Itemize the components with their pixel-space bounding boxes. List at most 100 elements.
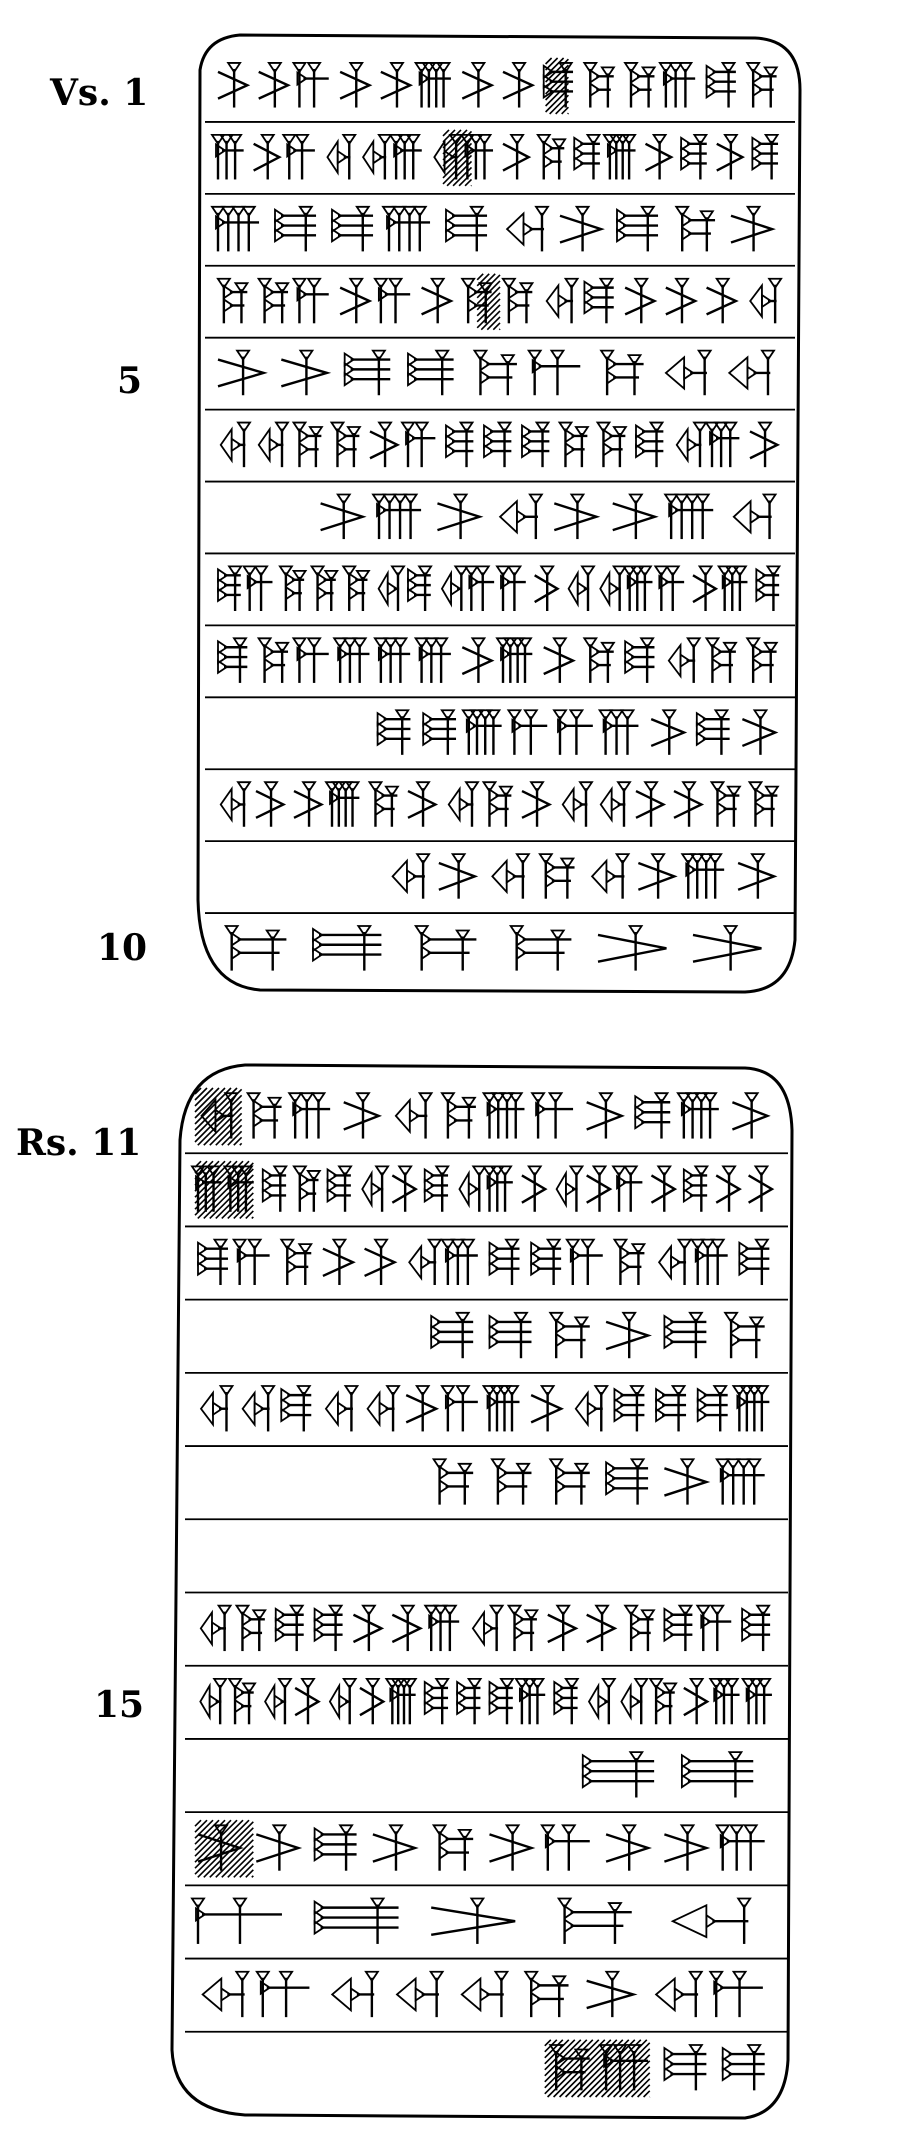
cuneiform-sign: [508, 925, 572, 971]
cuneiform-sign: [595, 421, 628, 468]
cuneiform-sign: [663, 493, 714, 540]
cuneiform-sign: [440, 1092, 477, 1139]
cuneiform-sign: [555, 1165, 585, 1212]
cuneiform-sign: [682, 1165, 710, 1212]
cuneiform-sign: [201, 1970, 250, 2018]
cuneiform-sign: [281, 133, 315, 180]
obverse-outline: [196, 33, 802, 994]
cuneiform-sign: [312, 925, 382, 971]
cuneiform-sign: [692, 565, 719, 611]
cuneiform-sign: [231, 1238, 270, 1285]
cuneiform-sign: [278, 565, 308, 611]
cuneiform-sign: [675, 421, 708, 468]
cuneiform-sign: [542, 62, 574, 108]
cuneiform-sign: [545, 277, 580, 324]
cuneiform-sign: [565, 1238, 603, 1285]
cuneiform-sign: [331, 205, 374, 252]
obverse-row: [205, 421, 795, 483]
cuneiform-sign: [740, 1677, 772, 1725]
cuneiform-sign: [695, 1604, 732, 1652]
cuneiform-sign: [715, 1165, 742, 1212]
cuneiform-sign: [313, 1824, 357, 1871]
cuneiform-sign: [461, 709, 502, 755]
cuneiform-sign: [460, 277, 494, 324]
cuneiform-sign: [261, 1165, 288, 1212]
cuneiform-sign: [423, 1165, 450, 1212]
cuneiform-sign: [731, 1385, 770, 1432]
cuneiform-sign: [650, 1165, 678, 1212]
cuneiform-sign: [343, 349, 391, 396]
reverse-row: [185, 1897, 788, 1960]
cuneiform-sign: [313, 1604, 344, 1652]
cuneiform-sign: [395, 1970, 445, 2018]
reverse-row: [185, 1819, 788, 1887]
cuneiform-sign: [481, 781, 514, 827]
cuneiform-sign: [330, 1970, 380, 2018]
cuneiform-sign: [590, 853, 631, 899]
cuneiform-sign: [445, 421, 475, 468]
cuneiform-sign: [423, 1677, 450, 1725]
cuneiform-sign: [755, 565, 782, 611]
damage-hatching: [194, 1160, 254, 1219]
cuneiform-sign: [294, 1677, 321, 1725]
cuneiform-sign: [530, 1238, 562, 1285]
cuneiform-sign: [716, 133, 745, 180]
cuneiform-sign: [731, 1092, 771, 1139]
cuneiform-sign: [253, 133, 282, 180]
cuneiform-sign: [488, 1238, 520, 1285]
cuneiform-sign: [440, 1385, 478, 1432]
cuneiform-sign: [293, 781, 325, 827]
reverse-outline: [170, 1063, 794, 2120]
cuneiform-sign: [217, 637, 248, 683]
cuneiform-sign: [612, 1238, 647, 1285]
cuneiform-sign: [506, 709, 548, 755]
cuneiform-sign: [708, 1677, 740, 1725]
cuneiform-sign: [586, 1165, 613, 1212]
cuneiform-sign: [364, 1238, 398, 1285]
cuneiform-sign: [663, 1311, 707, 1359]
cuneiform-sign: [644, 133, 674, 180]
obverse-row: [205, 709, 795, 771]
cuneiform-sign: [463, 565, 495, 611]
cuneiform-sign: [210, 133, 244, 180]
cuneiform-sign: [234, 1604, 267, 1652]
cuneiform-sign: [324, 1385, 360, 1432]
cuneiform-sign: [715, 1458, 765, 1505]
cuneiform-sign: [291, 421, 324, 468]
cuneiform-sign: [751, 133, 780, 180]
cuneiform-sign: [460, 1970, 510, 2018]
cuneiform-sign: [413, 637, 451, 683]
cuneiform-sign: [747, 781, 780, 827]
cuneiform-sign: [369, 421, 401, 468]
cuneiform-sign: [738, 1238, 770, 1285]
cuneiform-sign: [447, 781, 480, 827]
cuneiform-sign: [472, 349, 517, 396]
cuneiform-sign: [440, 1238, 478, 1285]
cuneiform-sign: [637, 853, 678, 899]
obverse-row: [205, 273, 795, 339]
cuneiform-sign: [458, 1165, 487, 1212]
cuneiform-sign: [190, 1165, 222, 1212]
reverse-row: [185, 1751, 788, 1814]
cuneiform-sign: [556, 1897, 632, 1944]
cuneiform-sign: [586, 1604, 618, 1652]
cuneiform-sign: [548, 1458, 590, 1505]
cuneiform-sign: [291, 277, 329, 324]
cuneiform-sign: [657, 1238, 693, 1285]
cuneiform-sign: [530, 1385, 565, 1432]
cuneiform-sign: [391, 1165, 419, 1212]
reverse-text-rows: [185, 1087, 788, 2098]
cuneiform-sign: [526, 349, 581, 396]
cuneiform-sign: [708, 1970, 763, 2018]
cuneiform-sign: [548, 1311, 590, 1359]
cuneiform-sign: [536, 133, 567, 180]
cuneiform-sign: [197, 1238, 229, 1285]
cuneiform-sign: [611, 1165, 643, 1212]
cuneiform-sign: [326, 1165, 353, 1212]
obverse-row: [205, 205, 795, 267]
cuneiform-sign: [573, 133, 602, 180]
reverse-row: [185, 1385, 788, 1447]
cuneiform-sign: [505, 205, 550, 252]
cuneiform-sign: [586, 1092, 625, 1139]
cuneiform-sign: [430, 1311, 474, 1359]
